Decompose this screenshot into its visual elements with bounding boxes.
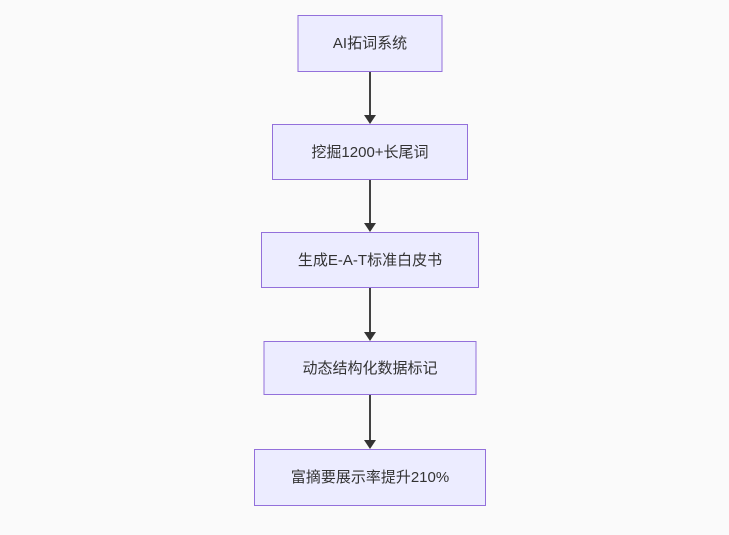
flow-node-label: 生成E-A-T标准白皮书	[297, 251, 443, 269]
flow-node-eat-whitepaper: 生成E-A-T标准白皮书	[261, 232, 479, 288]
flow-node-longtail-mining: 挖掘1200+长尾词	[272, 124, 468, 180]
flow-node-rich-snippet-result: 富摘要展示率提升210%	[254, 449, 486, 506]
flow-node-label: AI拓词系统	[332, 35, 408, 52]
flow-arrow-down	[364, 72, 376, 124]
flow-node-ai-keyword-system: AI拓词系统	[297, 15, 443, 72]
arrow-line	[369, 395, 371, 440]
flow-node-label: 富摘要展示率提升210%	[290, 469, 450, 486]
arrowhead-down-icon	[364, 332, 376, 341]
arrow-line	[369, 72, 371, 115]
flow-node-structured-data-markup: 动态结构化数据标记	[263, 341, 477, 395]
flow-node-label: 挖掘1200+长尾词	[311, 143, 429, 161]
arrow-line	[369, 288, 371, 332]
flow-node-label: 动态结构化数据标记	[302, 359, 438, 377]
arrowhead-down-icon	[364, 223, 376, 232]
flow-arrow-down	[364, 395, 376, 449]
flow-arrow-down	[364, 288, 376, 341]
flow-arrow-down	[364, 180, 376, 232]
arrowhead-down-icon	[364, 440, 376, 449]
arrowhead-down-icon	[364, 115, 376, 124]
arrow-line	[369, 180, 371, 223]
